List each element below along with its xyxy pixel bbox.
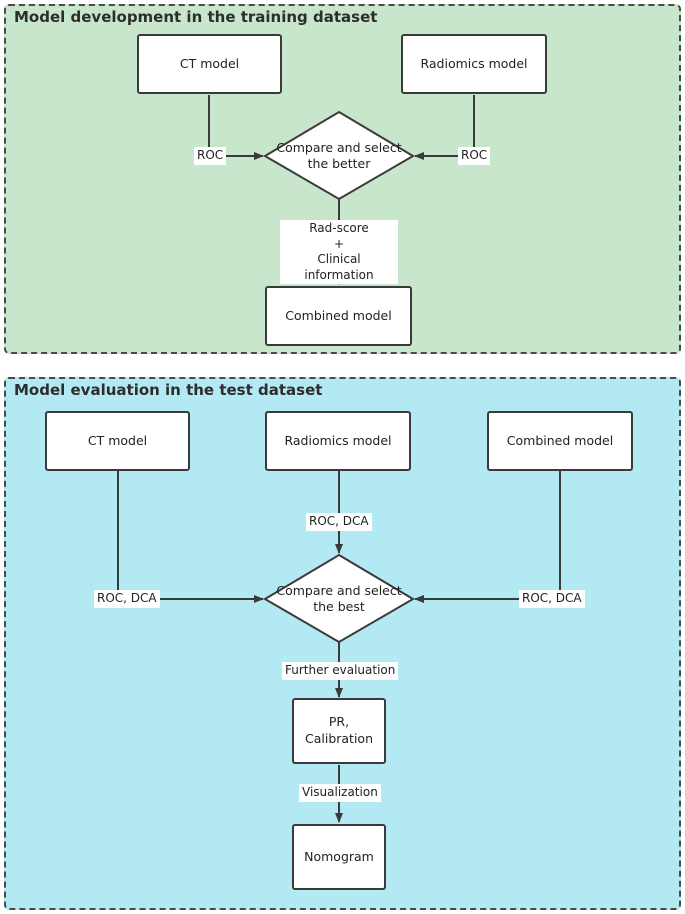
nomogram-box: Nomogram (292, 824, 386, 890)
test-panel-title: Model evaluation in the test dataset (14, 381, 323, 399)
pr-calibration-box: PR, Calibration (292, 698, 386, 764)
connector-ct-test-to-decision (117, 471, 264, 603)
ct-model-box-training: CT model (137, 34, 282, 94)
radiomics-model-box-training: Radiomics model (401, 34, 547, 94)
combined-model-box-training: Combined model (265, 286, 412, 346)
rad-score-label: Rad-score + Clinical information (280, 220, 398, 285)
visualization-label: Visualization (299, 784, 381, 802)
decision-text-test: Compare and select the best (276, 582, 402, 614)
roc-label-left: ROC (194, 147, 227, 165)
training-panel-title: Model development in the training datase… (14, 8, 378, 26)
roc-dca-label-center: ROC, DCA (306, 513, 372, 531)
radiomics-model-box-test: Radiomics model (265, 411, 411, 471)
decision-diamond-test (263, 553, 415, 644)
decision-diamond-training (263, 110, 415, 201)
further-evaluation-label: Further evaluation (282, 662, 399, 680)
roc-dca-label-left: ROC, DCA (94, 590, 160, 608)
ct-model-box-test: CT model (45, 411, 190, 471)
decision-text-training: Compare and select the better (276, 139, 402, 171)
connector-combined-test-to-decision (414, 471, 561, 603)
combined-model-box-test: Combined model (487, 411, 633, 471)
roc-label-right: ROC (458, 147, 491, 165)
roc-dca-label-right: ROC, DCA (519, 590, 585, 608)
